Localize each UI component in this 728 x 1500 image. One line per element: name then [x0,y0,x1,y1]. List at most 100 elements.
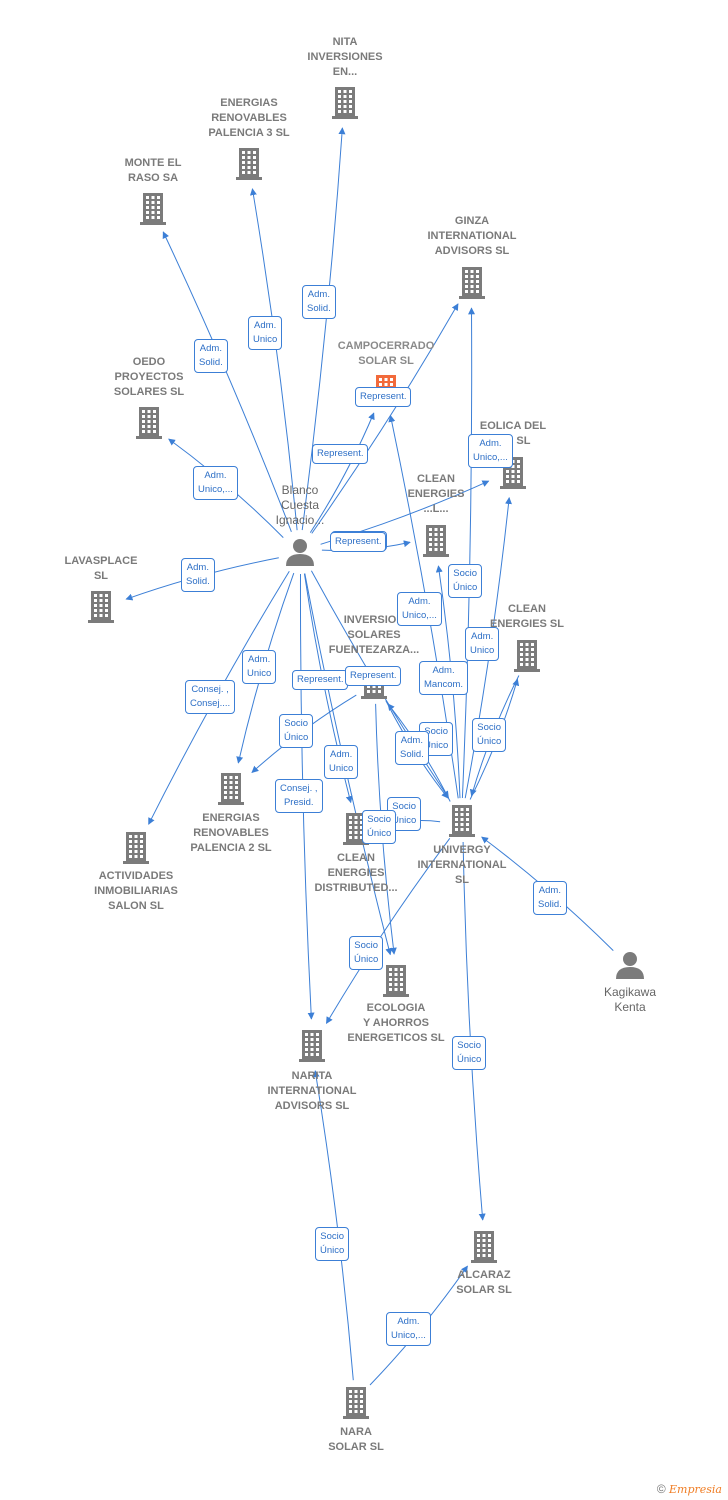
edge-label-univergy-to-campo[interactable]: Adm.Unico,... [397,592,442,626]
building-icon[interactable] [299,1030,325,1062]
edge-label-line: Socio [392,801,417,812]
footer-credit: © Empresia [657,1482,722,1496]
building-icon[interactable] [383,965,409,997]
edge-label-line: Solid. [307,303,331,314]
node-label-line: OEDO [132,356,166,368]
edge-label-blanco-to-monte[interactable]: Adm.Solid. [194,339,228,373]
node-label-line: INTERNATIONAL [427,230,517,242]
node-label-line: ENERGIES [327,867,385,879]
edge-label-blanco-to-erp3[interactable]: Adm.Unico [248,316,283,350]
edge-label-blanco-to-narita[interactable]: Consej. ,Presid. [275,779,323,813]
building-icon[interactable] [343,1387,369,1419]
edge-label-blanco-to-clean1[interactable]: Represent. [330,532,387,552]
building-icon[interactable] [449,805,475,837]
edge-label-blanco-to-ginza[interactable]: Represent. [312,444,369,464]
building-icon[interactable] [423,525,449,557]
edge-label-blanco-to-univergy[interactable]: Represent. [292,670,349,690]
edge-label-blanco-to-nita[interactable]: Adm.Solid. [302,285,336,319]
node-label-line: SL [93,570,109,582]
building-icon[interactable] [459,267,485,299]
edge-label-line: Adm. [479,438,502,449]
building-icon[interactable] [218,773,244,805]
edge-label-blanco-to-actividades[interactable]: Consej. ,Consej.... [185,680,236,714]
building-icon[interactable] [236,148,262,180]
brand-logo[interactable]: Empresia [669,1483,722,1496]
edge-label-line: Unico [470,645,495,656]
edge-blanco-to-monte [162,231,292,532]
edge-label-univergy-to-ginza[interactable]: Adm.Unico,... [468,434,513,468]
building-icon[interactable] [88,591,114,623]
building-icon[interactable] [140,193,166,225]
edge-label-inversion-to-univergy[interactable]: Adm.Solid. [395,731,429,765]
edge-label-line: Unico [329,763,354,774]
node-label-line: INVERSIONES [307,51,383,63]
edge-label-line: Unico [247,668,272,679]
edge-label-line: Adm. [204,470,227,481]
edge-label-univergy-to-eolica[interactable]: Adm.Unico [465,627,500,661]
person-icon[interactable] [616,952,644,979]
edge-label-kagikawa-to-univergy[interactable]: Adm.Solid. [533,881,567,915]
building-icon[interactable] [343,813,369,845]
node-label-line: PALENCIA 3 SL [208,127,290,139]
building-icon[interactable] [471,1231,497,1263]
edge-label-blanco-to-lavasplace[interactable]: Adm.Solid. [181,558,215,592]
node-label-line: Cuesta [280,498,320,512]
node-label-line: INTERNATIONAL [417,859,507,871]
edge-label-univergy-to-clean2[interactable]: Adm.Mancom. [419,661,469,695]
building-icon[interactable] [136,407,162,439]
node-label-line: ...L... [423,503,449,515]
node-label-line: RENOVABLES [193,827,269,839]
node-label-line: RASO SA [127,172,179,184]
edge-label-line: Adm. [330,749,353,760]
node-label-line: ENERGIES SL [490,618,564,630]
person-icon[interactable] [286,539,314,566]
building-icon[interactable] [123,832,149,864]
edge-label-blanco-to-ecologia[interactable]: Represent. [345,666,402,686]
edge-label-blanco-to-campo[interactable]: Represent. [355,387,412,407]
edge-label-line: Mancom. [424,679,464,690]
edge-label-blanco-to-oedo[interactable]: Adm.Unico,... [193,466,238,500]
edge-label-line: Único [367,828,392,839]
edge-label-blanco-to-erp2[interactable]: Adm.Unico [242,650,277,684]
building-icon[interactable] [514,640,540,672]
node-label-line: SALON SL [108,900,164,912]
node-label-line: PROYECTOS [114,371,184,383]
node-label-line: EOLICA DEL [479,420,547,432]
edge-label-blanco-to-cleandist[interactable]: Adm. Unico [324,745,359,779]
node-label-line: Kenta [614,1000,646,1014]
edge-label-line: Único [284,732,309,743]
edge-label-nara-to-alcaraz[interactable]: Adm.Unico,... [386,1312,431,1346]
edge-label-line: Consej. , [280,783,318,794]
edge-label-line: Único [424,740,449,751]
edge-label-line: Socio [453,568,478,579]
building-icon[interactable] [332,87,358,119]
